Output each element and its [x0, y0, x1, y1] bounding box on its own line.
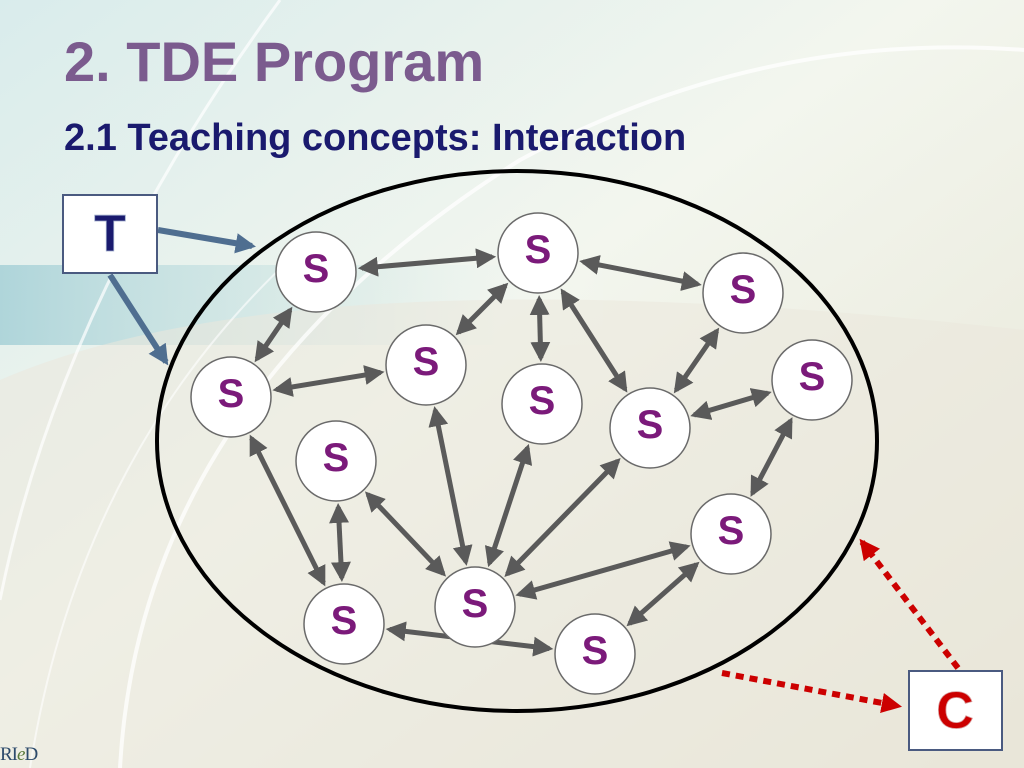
- interaction-arrow-s6-s11: [484, 443, 533, 568]
- student-label: S: [413, 340, 440, 384]
- slide-title: 2. TDE Program: [64, 30, 485, 93]
- student-label: S: [331, 599, 358, 643]
- student-label: S: [462, 582, 489, 626]
- student-node-s13: S: [554, 613, 636, 695]
- interaction-arrow-s3-s7: [673, 327, 720, 394]
- context-box: C: [908, 670, 1003, 751]
- student-label: S: [323, 436, 350, 480]
- interaction-arrow-s2-s4: [455, 282, 509, 336]
- slide-subtitle: 2.1 Teaching concepts: Interaction: [64, 117, 687, 159]
- interaction-arrow-s4-s5: [272, 365, 385, 397]
- student-node-s9: S: [295, 420, 377, 502]
- interaction-arrow-s2-s3: [579, 255, 702, 291]
- student-node-s12: S: [303, 583, 385, 665]
- student-node-s11: S: [434, 566, 516, 648]
- interaction-arrow-s5-s12: [249, 434, 326, 587]
- student-node-s5: S: [190, 356, 272, 438]
- interaction-arrow-s4-s11: [428, 406, 473, 566]
- context-arrows: [721, 538, 961, 714]
- interaction-arrow-s10-s11: [515, 541, 691, 600]
- student-label: S: [799, 355, 826, 399]
- student-node-s6: S: [501, 363, 583, 445]
- interaction-arrow-s9-s11: [364, 491, 447, 577]
- student-node-s10: S: [690, 493, 772, 575]
- teacher-box: T: [62, 194, 158, 274]
- interaction-arrow-s7-s11: [504, 458, 621, 577]
- rieD-logo: RIeD: [0, 744, 38, 765]
- interaction-arrow-s1-s2: [357, 248, 497, 277]
- student-label: S: [718, 509, 745, 553]
- student-node-s7: S: [609, 387, 691, 469]
- context-label: C: [936, 682, 974, 740]
- student-label: S: [218, 372, 245, 416]
- class-ellipse: [155, 169, 879, 713]
- interaction-arrow-s1-s5: [254, 306, 293, 363]
- student-node-s2: S: [497, 212, 579, 294]
- student-label: S: [582, 629, 609, 673]
- student-label: S: [730, 268, 757, 312]
- student-node-s3: S: [702, 252, 784, 334]
- teacher-label: T: [94, 205, 126, 263]
- student-node-s4: S: [385, 324, 467, 406]
- interaction-arrow-s2-s6: [529, 294, 551, 363]
- interaction-arrow-s9-s12: [329, 502, 351, 583]
- interaction-arrow-s10-s13: [626, 561, 700, 627]
- student-label: S: [303, 247, 330, 291]
- interaction-arrows: [249, 248, 793, 657]
- teacher-arrows: [107, 227, 257, 366]
- student-node-s1: S: [275, 231, 357, 313]
- interaction-arrow-s7-s8: [690, 388, 772, 420]
- student-label: S: [525, 228, 552, 272]
- student-label: S: [637, 403, 664, 447]
- interaction-arrow-s2-s7: [560, 288, 628, 393]
- student-label: S: [529, 379, 556, 423]
- interaction-arrow-s8-s10: [750, 417, 793, 497]
- student-node-s8: S: [771, 339, 853, 421]
